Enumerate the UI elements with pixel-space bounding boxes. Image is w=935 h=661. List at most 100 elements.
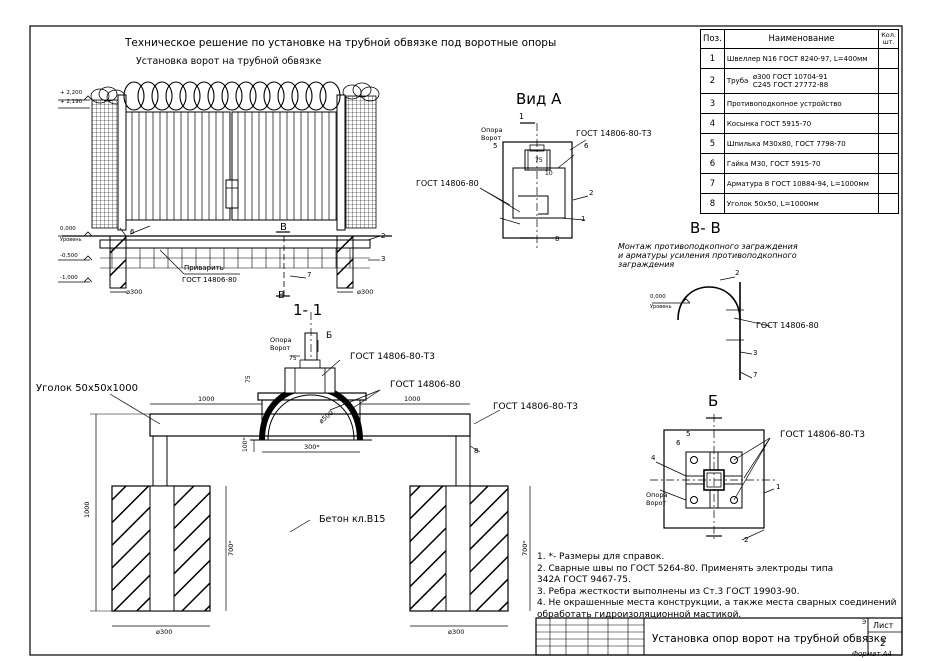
dim-1000-right: 1000 (404, 395, 421, 403)
ground-reinforcement-grid (100, 248, 370, 269)
gate-view (58, 81, 392, 297)
dim-1000-left: 1000 (198, 395, 215, 403)
spec-header-qty: Кол. шт. (878, 29, 899, 49)
spec-pos: 4 (700, 113, 725, 134)
view-b-callout-1: 1 (776, 483, 781, 491)
note-line: обработать гидроизоляционной мастикой. (537, 609, 742, 620)
right-fence-coil (342, 82, 380, 102)
spec-header-pos: Поз. (700, 29, 725, 49)
gate-gost: ГОСТ 14806-80 (182, 276, 237, 284)
spec-qty (878, 93, 899, 114)
spec-pos: 6 (700, 153, 725, 174)
spec-qty (878, 48, 899, 69)
view-a-callout-8: 8 (555, 235, 560, 243)
callout-2-gate: 2 (381, 232, 386, 240)
dim-300: 300* (304, 443, 320, 451)
section-mark-b-bottom: В (278, 290, 285, 301)
spec-name: Косынка ГОСТ 5915-70 (723, 113, 880, 134)
gate-post-right (336, 94, 346, 231)
spec-name: Арматура 8 ГОСТ 10884-94, L=1000мм (723, 173, 880, 194)
view-b-gost-t3: ГОСТ 14806-80-Т3 (780, 430, 866, 440)
gate-post-left (117, 94, 127, 231)
title-block-sheet-number: 2 (880, 639, 886, 649)
spec-qty (878, 113, 899, 134)
view-bb-caption-3: заграждения (618, 260, 675, 269)
section-mark-b-top: В (280, 222, 287, 233)
gate-diam-left: ø300 (126, 288, 143, 296)
view-b-callout-4: 4 (651, 454, 656, 462)
spec-header-name: Наименование (723, 29, 880, 49)
gate-leaf-left (125, 111, 231, 221)
dim-700-left: 700* (227, 540, 235, 556)
spec-qty (878, 68, 899, 94)
section-11-gost: ГОСТ 14806-80 (390, 380, 461, 390)
note-line: 1. *- Размеры для справок. (537, 552, 665, 562)
view-b-support-2: Ворот (646, 499, 667, 507)
dim-75: 75 (289, 355, 297, 362)
view-a-dim-75: 75 (535, 157, 543, 164)
right-fence-mesh (345, 95, 377, 229)
spec-name: Шпилька М30х80, ГОСТ 7798-70 (723, 133, 880, 154)
gate-leaf-right (231, 111, 338, 221)
view-bb-level-sub: Уровень (650, 304, 672, 310)
dim-phi300-right: ø300 (448, 628, 465, 636)
view-bb (652, 276, 771, 380)
view-bb-title: В- В (690, 219, 721, 237)
spec-pos: 3 (700, 93, 725, 114)
callout-3-gate: 3 (381, 255, 386, 263)
spec-name: Швеллер N16 ГОСТ 8240-97, L=400мм (723, 48, 880, 69)
spec-name: Противоподкопное устройство (723, 93, 880, 114)
view-b-title: Б (708, 392, 719, 410)
note-line: 342А ГОСТ 9467-75. (537, 575, 631, 585)
spec-qty (878, 153, 899, 174)
callout-7-gate: 7 (307, 271, 312, 279)
spec-name-line2: ø300 ГОСТ 10704-91 (752, 73, 828, 81)
spec-qty (878, 173, 899, 194)
view-bb-caption-1: Монтаж противоподкопного заграждения (618, 242, 798, 251)
level-2200: + 2,200 (60, 90, 83, 96)
view-a-callout-5: 5 (493, 142, 498, 150)
drawing-title: Техническое решение по установке на труб… (125, 37, 557, 49)
level-minus-1000: -1,000 (60, 275, 78, 281)
note-line: 4. Не окрашенные места конструкции, а та… (537, 598, 897, 608)
spec-name: Уголок 50х50, L=1000мм (723, 193, 880, 214)
title-block-sheet-label: Лист (873, 621, 894, 630)
foundation-right (336, 235, 354, 289)
gate-diam-right: ø300 (357, 288, 374, 296)
level-2190: + 2,190 (60, 99, 83, 105)
spec-pos: 7 (700, 173, 725, 194)
title-block-small-mark: Э (862, 619, 867, 626)
view-a-dim-10: 10 (545, 170, 553, 177)
section-11-gost-t3-right: ГОСТ 14806-80-Т3 (493, 402, 579, 412)
spec-pos: 5 (700, 133, 725, 154)
section-11-support-1: Опора (270, 336, 292, 344)
spec-name: Гайка М30, ГОСТ 5915-70 (723, 153, 880, 174)
view-bb-level: 0,000 (650, 294, 666, 300)
view-bb-callout-3: 3 (753, 349, 758, 357)
view-a-callout-6: 6 (584, 142, 589, 150)
dim-phi300-left: ø300 (156, 628, 173, 636)
note-line: 3. Ребра жесткости выполнены из Ст.3 ГОС… (537, 586, 800, 597)
view-bb-gost: ГОСТ 14806-80 (756, 321, 819, 330)
section-11-gost-t3: ГОСТ 14806-80-Т3 (350, 352, 436, 362)
weld-label: Приварить (184, 264, 224, 272)
spec-qty (878, 193, 899, 214)
title-block (535, 617, 903, 656)
spec-name-main: Труба (726, 77, 749, 85)
view-b-callout-2: 2 (744, 536, 749, 544)
view-a (479, 122, 589, 250)
view-a-support-1: Опора (481, 126, 503, 134)
view-b-support-1: Опора (646, 491, 668, 499)
dim-75b: 75 (245, 375, 252, 383)
view-b-callout-6: 6 (676, 439, 681, 447)
